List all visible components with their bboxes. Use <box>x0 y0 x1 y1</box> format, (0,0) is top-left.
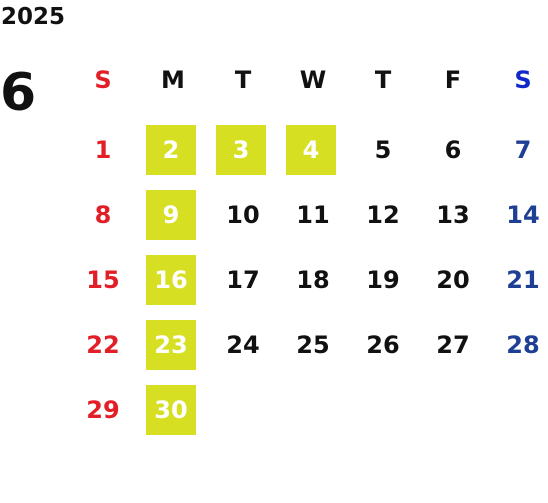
day-cell: 8 <box>94 201 112 229</box>
calendar-month: 6 <box>0 63 37 123</box>
day-cell: 1 <box>94 136 112 164</box>
day-cell: 18 <box>296 266 330 294</box>
day-cell: 19 <box>366 266 400 294</box>
weekday-header-wednesday: W <box>299 66 327 94</box>
day-cell: 29 <box>86 396 120 424</box>
weekday-header-tuesday: T <box>234 66 252 94</box>
calendar-year: 2025 <box>1 4 66 30</box>
day-cell: 12 <box>366 201 400 229</box>
weekday-header-thursday: T <box>374 66 392 94</box>
day-cell: 17 <box>226 266 260 294</box>
day-cell: 27 <box>436 331 470 359</box>
day-cell: 21 <box>506 266 540 294</box>
weekday-header-saturday: S <box>514 66 532 94</box>
day-cell-highlighted: 9 <box>146 190 196 240</box>
day-cell: 5 <box>374 136 392 164</box>
weekday-header-monday: M <box>161 66 185 94</box>
day-cell: 13 <box>436 201 470 229</box>
weekday-header-friday: F <box>444 66 462 94</box>
day-cell: 6 <box>444 136 462 164</box>
day-cell: 26 <box>366 331 400 359</box>
day-cell: 14 <box>506 201 540 229</box>
day-cell-highlighted: 16 <box>146 255 196 305</box>
day-cell: 7 <box>514 136 532 164</box>
day-cell-highlighted: 3 <box>216 125 266 175</box>
day-cell-highlighted: 2 <box>146 125 196 175</box>
day-cell: 24 <box>226 331 260 359</box>
day-cell-highlighted: 30 <box>146 385 196 435</box>
day-cell: 15 <box>86 266 120 294</box>
weekday-header-sunday: S <box>94 66 112 94</box>
day-cell-highlighted: 4 <box>286 125 336 175</box>
day-cell: 28 <box>506 331 540 359</box>
day-cell: 20 <box>436 266 470 294</box>
day-cell: 25 <box>296 331 330 359</box>
day-cell-highlighted: 23 <box>146 320 196 370</box>
day-cell: 10 <box>226 201 260 229</box>
day-cell: 22 <box>86 331 120 359</box>
day-cell: 11 <box>296 201 330 229</box>
